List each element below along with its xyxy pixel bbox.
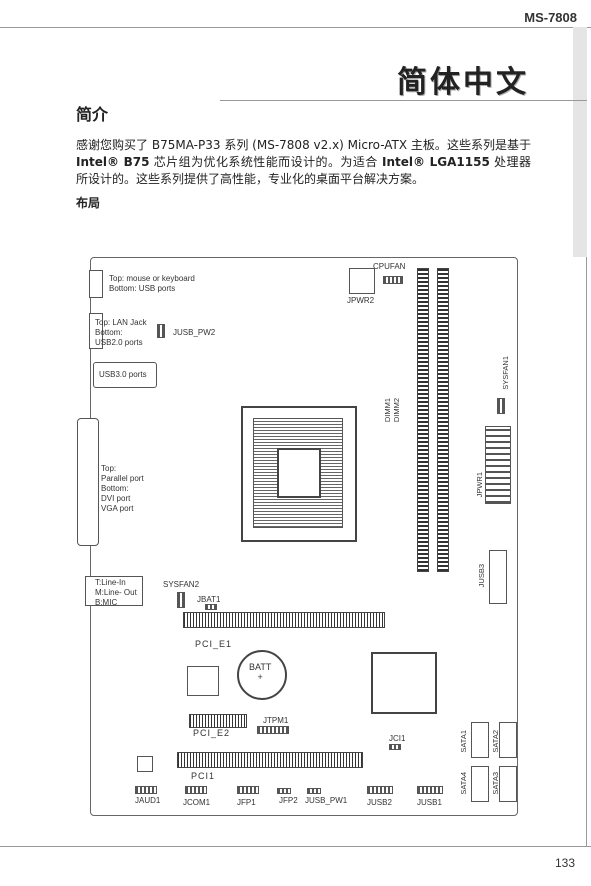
pci-e1-label: PCI_E1 <box>195 639 233 649</box>
sata2-label: SATA2 <box>491 730 500 753</box>
jfp2-header <box>277 788 291 794</box>
chip-tiny <box>137 756 153 772</box>
usb3-connector <box>93 362 157 388</box>
jfp2-label: JFP2 <box>279 796 298 805</box>
jusb-pw2-header <box>157 324 165 338</box>
cpufan-header <box>383 276 403 284</box>
jci1-header <box>389 744 401 750</box>
jusb1-label: JUSB1 <box>417 798 442 807</box>
jci1-label: JCI1 <box>389 734 406 743</box>
sysfan2-label: SYSFAN2 <box>163 580 200 589</box>
parallel-label: Top: Parallel port Bottom: DVI port VGA … <box>101 464 144 513</box>
jusb3-header <box>489 550 507 604</box>
jpwr2-label: JPWR2 <box>347 296 375 305</box>
jcom1-label: JCOM1 <box>183 798 211 807</box>
pci-e1-slot <box>183 612 385 628</box>
sata1-label: SATA1 <box>459 730 468 753</box>
jaud1-header <box>135 786 157 794</box>
jfp1-label: JFP1 <box>237 798 256 807</box>
model-number: MS-7808 <box>524 10 577 25</box>
battery-label: BATT + <box>249 662 272 682</box>
chipset-name: Intel® B75 <box>76 155 150 169</box>
pci1-slot <box>177 752 363 768</box>
sata3-port <box>499 766 517 802</box>
jaud1-label: JAUD1 <box>135 796 161 805</box>
sata2-port <box>499 722 517 758</box>
parallel-port <box>77 418 99 546</box>
jusb-pw2-label: JUSB_PW2 <box>173 328 216 337</box>
section-title: 简介 <box>76 105 109 124</box>
pci-e2-label: PCI_E2 <box>193 728 231 738</box>
footer-rule <box>0 846 591 847</box>
lan-label: Top: LAN Jack Bottom: USB2.0 ports <box>95 318 147 347</box>
cpu-socket-name: Intel® LGA1155 <box>382 155 490 169</box>
jusb-pw1-label: JUSB_PW1 <box>305 796 348 805</box>
jusb-pw1-header <box>307 788 321 794</box>
audio-label: T:Line-In M:Line- Out B:MIC <box>95 578 137 607</box>
jusb3-label: JUSB3 <box>477 564 486 588</box>
sysfan1-header <box>497 398 505 414</box>
intro-text-3: 处理器所设计的。这些系列提供了高性能，专业化的桌面平台解决方案。 <box>76 155 531 186</box>
motherboard-layout: Top: mouse or keyboard Bottom: USB ports… <box>77 257 518 816</box>
title-rule <box>220 100 587 101</box>
jfp1-header <box>237 786 259 794</box>
dimm-label: DIMM1 DIMM2 <box>383 398 401 423</box>
jbat1-header <box>205 604 217 610</box>
jpwr1-label: JPWR1 <box>475 472 484 498</box>
margin-line <box>586 27 587 846</box>
chip-small <box>187 666 219 696</box>
jusb2-label: JUSB2 <box>367 798 392 807</box>
jtpm1-header <box>257 726 289 734</box>
sata3-label: SATA3 <box>491 772 500 795</box>
ps2-connector <box>89 270 103 298</box>
sata1-port <box>471 722 489 758</box>
sysfan2-header <box>177 592 185 608</box>
jusb1-header <box>417 786 443 794</box>
jusb2-header <box>367 786 393 794</box>
jtpm1-label: JTPM1 <box>263 716 289 725</box>
cpu-socket-center <box>277 448 321 498</box>
intro-text-2: 芯片组为优化系统性能而设计的。为适合 <box>149 155 383 169</box>
ps2-label: Top: mouse or keyboard Bottom: USB ports <box>109 274 195 293</box>
sata4-label: SATA4 <box>459 772 468 795</box>
battery <box>237 650 287 700</box>
cpufan-label: CPUFAN <box>373 262 406 271</box>
intro-paragraph: 感谢您购买了 B75MA-P33 系列 (MS-7808 v2.x) Micro… <box>76 137 531 188</box>
dimm2-slot <box>437 268 449 572</box>
jbat1-label: JBAT1 <box>197 595 221 604</box>
layout-heading: 布局 <box>76 196 101 210</box>
pci-e2-slot <box>189 714 247 728</box>
lan-connector <box>89 313 103 349</box>
pci1-label: PCI1 <box>191 771 216 781</box>
side-ribbon <box>573 27 587 257</box>
jpwr2-connector <box>349 268 375 294</box>
sata4-port <box>471 766 489 802</box>
audio-jack <box>85 576 143 606</box>
jcom1-header <box>185 786 207 794</box>
sysfan1-label: SYSFAN1 <box>501 356 510 390</box>
header-rule <box>0 27 591 28</box>
chipset <box>371 652 437 714</box>
language-title: 简体中文 <box>397 65 529 100</box>
dimm1-slot <box>417 268 429 572</box>
page-number: 133 <box>554 856 575 870</box>
jpwr1-connector <box>485 426 511 504</box>
usb3-label: USB3.0 ports <box>99 370 147 379</box>
intro-text-1: 感谢您购买了 B75MA-P33 系列 (MS-7808 v2.x) Micro… <box>76 138 531 152</box>
